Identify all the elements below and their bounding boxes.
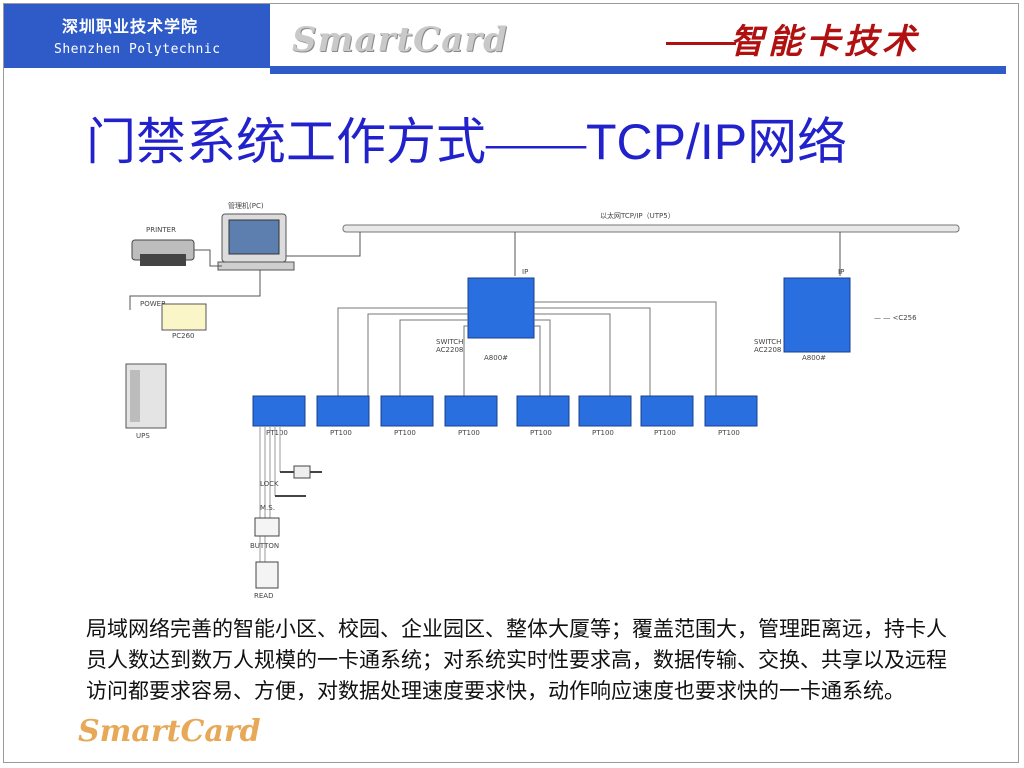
school-logo: 深圳职业技术学院 Shenzhen Polytechnic [4, 4, 270, 68]
more-controllers-label: — — <C256 [874, 314, 917, 322]
title-cn: 门禁系统工作方式—— [86, 114, 586, 170]
pt100-label: PT100 [592, 429, 614, 437]
brand-underline [666, 42, 736, 45]
reader-device [255, 561, 279, 589]
pt100-label: PT100 [718, 429, 740, 437]
ms-label: M.S. [260, 504, 275, 512]
pc-port-label: POWER [140, 300, 166, 308]
pt100-unit [380, 395, 434, 427]
switch-wiring [337, 301, 717, 396]
pt100-unit [252, 395, 306, 427]
pt100-unit [444, 395, 498, 427]
switch1-device [467, 277, 535, 339]
printer-icon [131, 239, 195, 266]
switch2-model: AC2208 [754, 346, 781, 354]
switch2-label: SWITCH [754, 338, 781, 346]
brand-cn-title: 智能卡技术 [730, 22, 920, 62]
pc-label: 管理机(PC) [228, 201, 264, 210]
network-diagram: 以太网TCP/IP（UTP5） 管理机(PC) PRINTER POWER PC… [125, 201, 960, 600]
school-name-en: Shenzhen Polytechnic [54, 42, 221, 57]
ups-label: UPS [136, 432, 150, 440]
switch1-ip-label: IP [522, 268, 528, 276]
peripheral-wiring [259, 426, 281, 588]
lock-label: LOCK [260, 480, 279, 488]
pt100-label: PT100 [654, 429, 676, 437]
pt100-label: PT100 [394, 429, 416, 437]
pt100-unit [704, 395, 758, 427]
pt100-label: PT100 [330, 429, 352, 437]
pt100-label: PT100 [266, 429, 288, 437]
pc-icon [217, 213, 295, 271]
slide-body-text: 局域网络完善的智能小区、校园、企业园区、整体大厦等；覆盖范围大，管理距离远，持卡… [86, 617, 947, 703]
printer-link [194, 249, 222, 267]
switch1-label: SWITCH [436, 338, 463, 346]
pt100-unit [516, 395, 570, 427]
switch1-a800: A800# [484, 354, 508, 362]
pt100-label: PT100 [530, 429, 552, 437]
title-en: TCP/IP [586, 114, 748, 170]
header-bar [270, 66, 1006, 74]
pc260-link [129, 270, 261, 310]
slide-frame [3, 3, 1019, 763]
switch2-a800: A800# [802, 354, 826, 362]
brand-smartcard: SmartCard [292, 20, 508, 60]
button-label: BUTTON [250, 542, 279, 550]
smartcard-watermark: SmartCard [78, 714, 261, 749]
title-cn2: 网络 [747, 114, 848, 170]
school-name-cn: 深圳职业技术学院 [62, 17, 199, 36]
pt100-unit [578, 395, 632, 427]
pt100-unit [640, 395, 694, 427]
lock-device [280, 465, 322, 479]
button-device [254, 517, 280, 537]
ups-icon [125, 363, 167, 429]
switch2-device [783, 277, 851, 353]
slide-title: 门禁系统工作方式——TCP/IP网络 [86, 102, 847, 174]
read-label: READ [254, 592, 273, 600]
printer-label: PRINTER [146, 226, 176, 234]
pc260-label: PC260 [172, 332, 194, 340]
pc-link [286, 232, 361, 257]
switch2-ip-label: IP [838, 268, 844, 276]
pt100-unit [316, 395, 370, 427]
pc260-device [161, 303, 207, 331]
pt100-labels: PT100 PT100 PT100 PT100 PT100 PT100 PT10… [266, 429, 740, 437]
ethernet-backbone [342, 224, 960, 233]
switch1-model: AC2208 [436, 346, 463, 354]
network-label: 以太网TCP/IP（UTP5） [600, 211, 675, 220]
pt100-label: PT100 [458, 429, 480, 437]
pt100-row [252, 395, 758, 427]
